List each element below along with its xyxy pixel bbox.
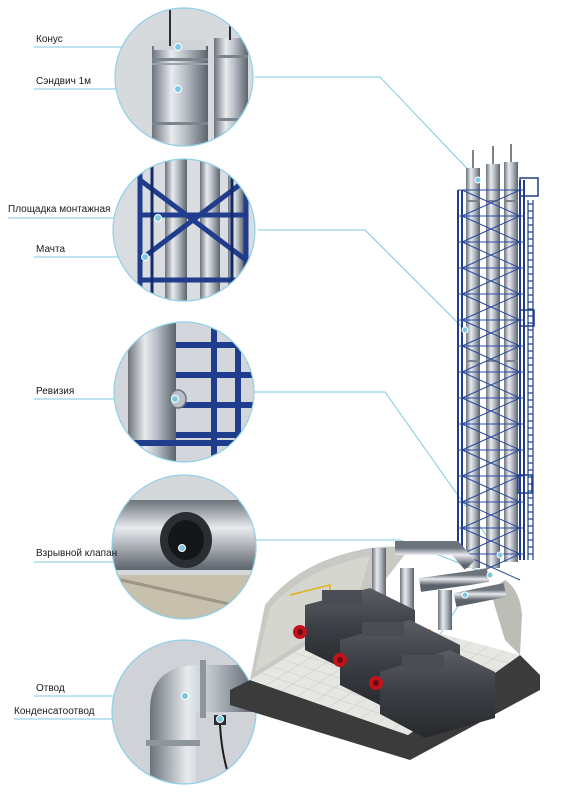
detail-circle-inspection [113, 321, 255, 463]
lattice-mast [457, 180, 525, 560]
detail-circle-cone [114, 7, 254, 147]
label-inspection: Ревизия [36, 386, 75, 397]
cone-connector [255, 76, 479, 181]
flue-pipe-2 [486, 164, 500, 568]
detail-circle-mast [112, 158, 256, 302]
inspection-connector [254, 391, 501, 556]
flue-pipe-1 [466, 168, 480, 568]
label-elbow: Отвод [36, 683, 65, 694]
detail-circle-elbow [111, 639, 257, 785]
label-mast: Мачта [36, 244, 66, 255]
boiler-3 [369, 650, 495, 738]
label-blast-valve: Взрывной клапан [36, 548, 118, 559]
label-sandwich: Сэндвич 1м [36, 76, 92, 87]
boiler-room [230, 541, 540, 760]
label-platform: Площадка монтажная [8, 204, 111, 215]
chimney-markers [461, 176, 504, 599]
label-condensate-drain: Конденсатоотвод [14, 706, 95, 717]
label-cone: Конус [36, 34, 63, 45]
chimney-tower [457, 144, 539, 581]
detail-circle-blast-valve [111, 474, 257, 620]
platform-connector [258, 229, 466, 331]
